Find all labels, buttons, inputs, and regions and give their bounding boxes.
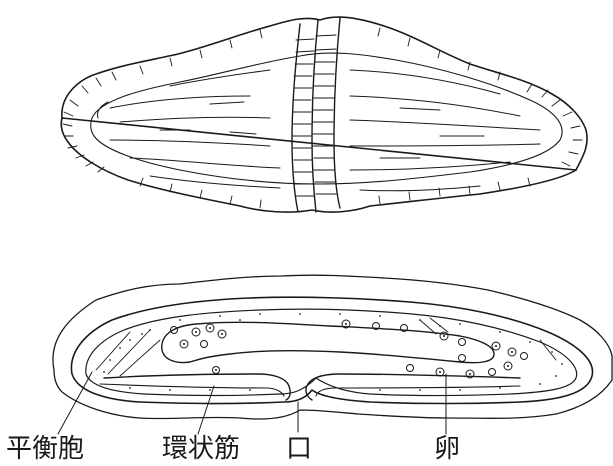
label-statocyst: 平衡胞 — [6, 436, 84, 462]
left-body-strokes — [97, 70, 280, 188]
body-outline-upper — [62, 17, 587, 170]
egg-nuclei — [183, 323, 513, 375]
body-outer-wall — [71, 297, 592, 403]
central-band-right — [334, 18, 340, 208]
egg-cells — [171, 320, 528, 378]
body-outline-lower — [61, 118, 576, 212]
sectional-view-drawing — [53, 275, 612, 434]
gut-canal — [162, 322, 494, 362]
label-mouth: 口 — [286, 436, 312, 462]
external-view-drawing — [61, 17, 587, 212]
label-circular-muscle: 環状筋 — [162, 436, 240, 462]
body-inner-contour — [91, 53, 562, 184]
edge-hatching — [63, 28, 582, 208]
body-inner-wall — [86, 309, 577, 395]
right-body-strokes — [350, 70, 540, 191]
central-band-mid — [312, 20, 318, 212]
label-egg: 卵 — [434, 436, 460, 462]
muscle-fibres — [96, 318, 556, 376]
leader-circular-muscle — [198, 386, 214, 434]
